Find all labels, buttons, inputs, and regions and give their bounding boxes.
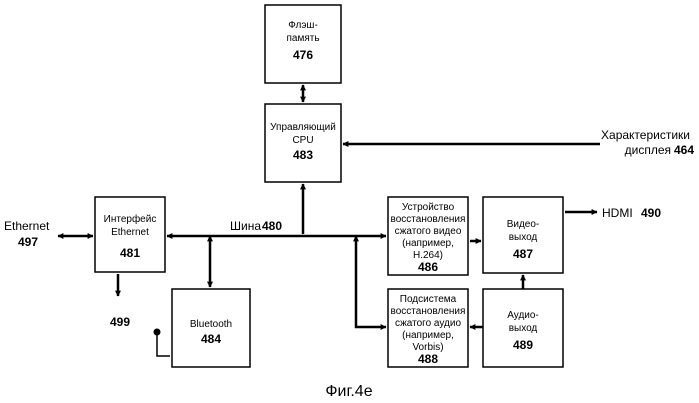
svg-text:сжатого видео: сжатого видео (395, 226, 462, 237)
video-decoder-block: Устройство восстановления сжатого видео … (388, 197, 468, 275)
svg-text:Bluetooth: Bluetooth (190, 319, 232, 330)
audio-output-block: Аудио- выход 489 (483, 289, 563, 367)
svg-text:дисплея: дисплея (625, 143, 671, 157)
svg-text:HDMI: HDMI (602, 206, 633, 220)
audio-decoder-block: Подсистема восстановления сжатого аудио … (388, 289, 468, 367)
svg-text:488: 488 (418, 352, 438, 366)
bluetooth-block: Bluetooth 484 (172, 289, 250, 367)
hdmi-label: HDMI 490 (602, 206, 661, 220)
svg-text:476: 476 (293, 48, 313, 62)
svg-text:487: 487 (513, 247, 533, 261)
svg-text:выход: выход (509, 323, 538, 334)
svg-text:483: 483 (293, 148, 313, 162)
svg-text:Ethernet: Ethernet (4, 219, 50, 233)
antenna-icon (154, 329, 171, 357)
ethernet-interface-block: Интерфейс Ethernet 481 (95, 197, 165, 272)
svg-text:CPU: CPU (292, 135, 313, 146)
svg-text:Характеристики: Характеристики (601, 128, 690, 142)
svg-text:сжатого аудио: сжатого аудио (395, 318, 461, 329)
svg-text:память: память (286, 33, 319, 44)
ethernet-port-label: Ethernet 497 (4, 219, 50, 249)
svg-text:490: 490 (641, 206, 661, 220)
svg-text:Подсистема: Подсистема (400, 294, 457, 305)
svg-text:497: 497 (18, 235, 38, 249)
display-characteristics-label: Характеристики дисплея 464 (601, 128, 694, 157)
video-output-block: Видео- выход 487 (483, 197, 563, 273)
svg-text:464: 464 (674, 143, 694, 157)
control-cpu-block: Управляющий CPU 483 (265, 104, 341, 182)
bus-label: Шина 480 (230, 219, 282, 233)
svg-text:Устройство: Устройство (402, 202, 455, 213)
svg-text:489: 489 (513, 338, 533, 352)
svg-text:(например,: (например, (402, 330, 454, 341)
svg-text:480: 480 (262, 219, 282, 233)
svg-text:Флэш-: Флэш- (288, 20, 318, 31)
svg-text:484: 484 (201, 332, 221, 346)
svg-text:Видео-: Видео- (507, 219, 540, 230)
svg-text:486: 486 (418, 260, 438, 274)
flash-memory-block: Флэш- память 476 (265, 5, 341, 83)
svg-text:восстановления: восстановления (391, 306, 466, 317)
svg-text:481: 481 (120, 246, 140, 260)
svg-text:(например,: (например, (402, 238, 454, 249)
svg-text:Управляющий: Управляющий (270, 122, 336, 133)
svg-text:Ethernet: Ethernet (111, 227, 149, 238)
svg-text:выход: выход (509, 232, 538, 243)
svg-text:Аудио-: Аудио- (507, 310, 539, 321)
svg-text:Шина: Шина (230, 219, 261, 233)
figure-caption: Фиг.4е (325, 383, 372, 400)
svg-text:восстановления: восстановления (391, 214, 466, 225)
svg-text:Интерфейс: Интерфейс (104, 213, 157, 225)
output-499-label: 499 (110, 315, 130, 329)
bus-audio-link (356, 236, 386, 327)
